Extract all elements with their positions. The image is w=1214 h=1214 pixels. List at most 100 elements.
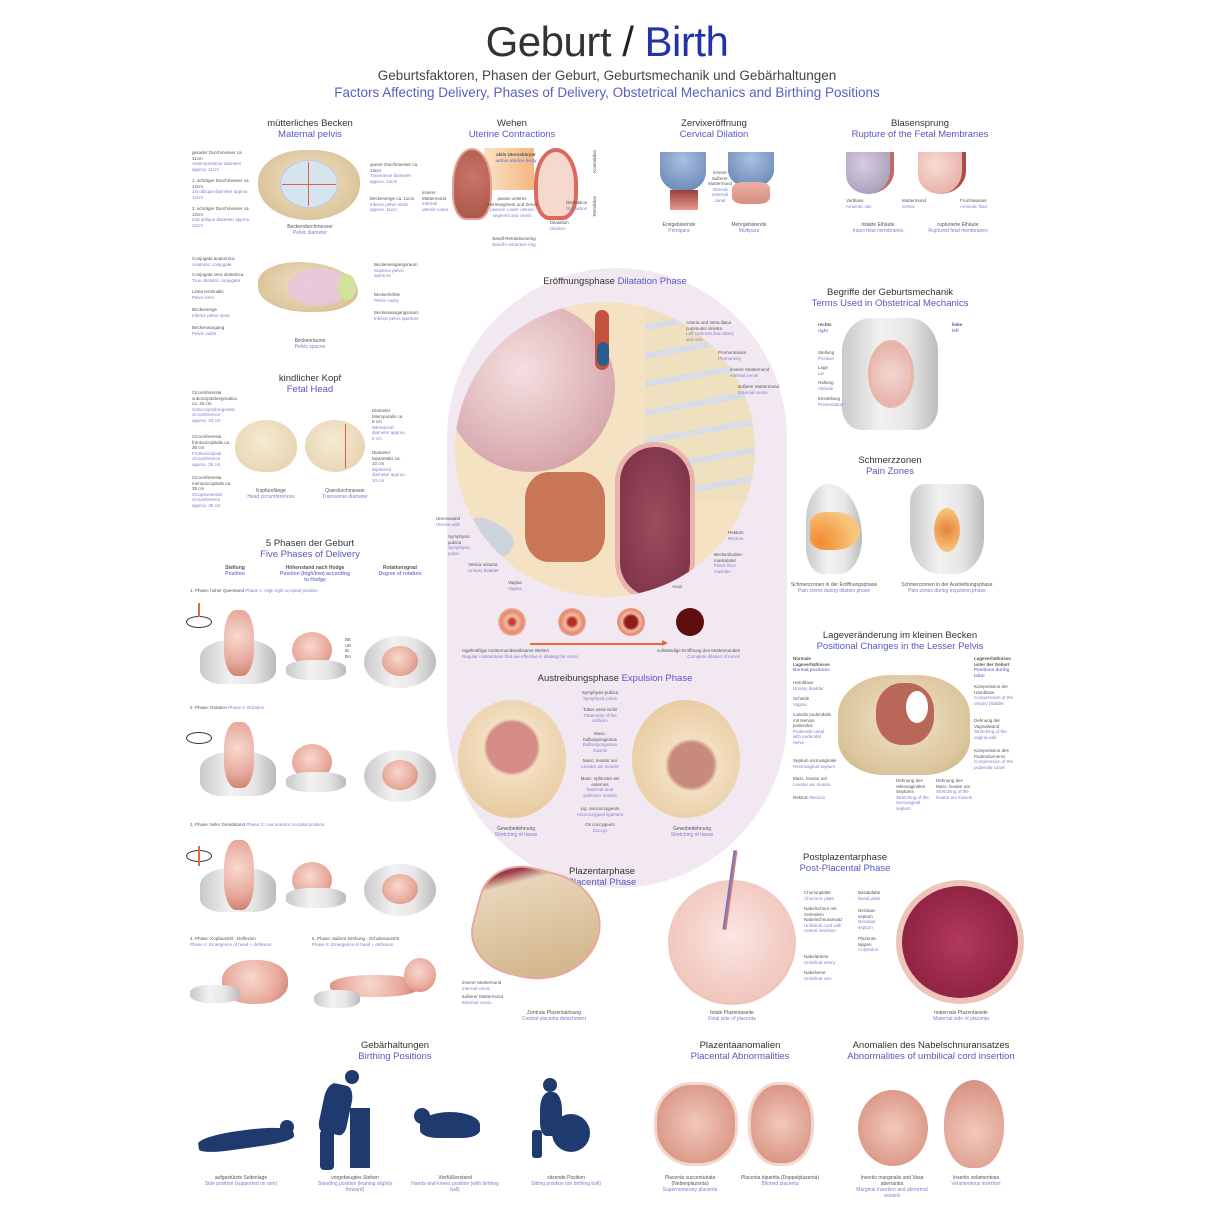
uterus-contracted-illustration [534,148,578,220]
phase-4-pelvis [190,985,240,1003]
uterus-illustration [525,472,605,562]
dilatation-label-iliac: Arteria und Vena iliaca communis sinistr… [686,320,734,342]
post-label-fetal-2: Nabelschnur mit zentralem Nabelschnurans… [804,906,843,933]
cervix-stage-4-icon [676,608,704,636]
post-placental-phase-title: Postplazentarphase Post-Placental Phase [799,852,891,874]
abnormality-caption-2: Placenta bipartita (Doppelplazenta)Bilob… [740,1175,820,1187]
abnormality-caption-1: Placenta succenturiata (Nebenplazenta)Su… [662,1175,718,1193]
uterus-relaxed-illustration [452,148,492,220]
placental-abnormalities-title: Plazentaanomalien Placental Abnormalitie… [690,1040,790,1062]
phase-3-rotation-pelvis [364,864,436,916]
fetal-head-title: kindlicher Kopf Fetal Head [278,373,342,395]
uterine-contractions-title: Wehen Uterine Contractions [468,118,556,140]
standing-head-icon [345,1070,359,1084]
side-position-head-icon [280,1120,294,1134]
fetal-head-label-2: Circumferentia frontooccipitalis ca. 35 … [192,434,231,467]
membrane-rupture-title: Blasensprung Rupture of the Fetal Membra… [851,118,989,140]
fetal-placenta-illustration [668,850,796,1005]
birthing-positions-title: Gebärhaltungen Birthing Positions [358,1040,432,1062]
standing-legs-icon [320,1130,334,1170]
lesser-pelvis-illustration [838,675,970,775]
fetal-head-label-3: Circumferentia mentooccipitalis ca. 35 c… [192,475,232,508]
arrow-head-icon [662,640,668,646]
phase-5-fetus-head [404,958,436,992]
velamentous-insertion-illustration [944,1080,1004,1168]
cord-insertion-title: Anomalien des Nabelschnuransatzes Abnorm… [847,1040,1015,1062]
primipara-head-illustration [660,152,706,192]
arrow-down-icon [198,846,200,866]
rotation-ring-icon [186,732,212,744]
subtitle-english: Factors Affecting Delivery, Phases of De… [334,85,880,100]
subtitle-german: Geburtsfaktoren, Phasen der Geburt, Gebu… [377,68,837,83]
cervical-dilation-title: Zervixeröffnung Cervical Dilation [679,118,749,140]
primipara-cervix-illustration [670,190,698,210]
maternal-placenta-illustration [896,880,1024,1004]
phase-2-fetus [224,722,254,788]
fetal-head-label-1: Circumferentia suboccipitobregmatica ca.… [192,390,237,423]
progression-arrow-icon [530,643,664,645]
pain-zone-back-illustration [910,484,984,574]
cervix-stage-2-icon [558,608,586,636]
phase-5-label: 5. Phase: äußere Drehung - Schulteraustr… [312,936,400,947]
maternal-pelvis-title: mütterliches Becken Maternal pelvis [267,118,353,140]
phase-2-rotation-pelvis [364,750,436,802]
perineum-front-illustration [458,700,566,818]
rotation-ring-icon [186,616,212,628]
title-english: Birth [644,18,729,65]
five-phases-title: 5 Phasen der Geburt Five Phases of Deliv… [260,538,360,560]
rectum-illustration [615,442,695,597]
